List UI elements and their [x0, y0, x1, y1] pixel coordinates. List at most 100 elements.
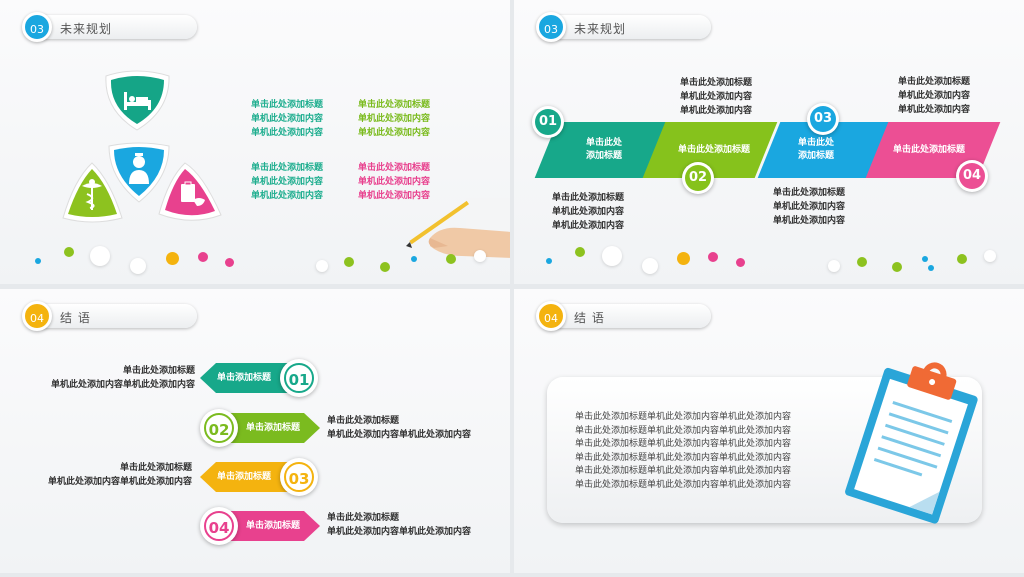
item-content: 单机此处添加内容: [773, 216, 846, 226]
section-number-badge: 03: [536, 12, 566, 42]
decor-dot: [35, 258, 41, 264]
section-header: 03 未来规划: [22, 12, 197, 42]
item-content: 单机此处添加内容: [552, 221, 625, 231]
text-block-1: 单击此处添加标题 单机此处添加内容 单机此处添加内容: [251, 98, 323, 140]
item-title: 单击此处添加标题: [680, 78, 753, 88]
clipboard-shield[interactable]: [155, 160, 225, 226]
arrow-3-text: 单击此处添加标题 单机此处添加内容单机此处添加内容: [48, 461, 192, 489]
label-line: 添加标题: [797, 151, 834, 161]
content-line: 单击此处添加标题单机此处添加内容单机此处添加内容: [575, 425, 792, 436]
item-content: 单机此处添加内容: [358, 114, 431, 124]
decor-dot: [446, 254, 456, 264]
section-header: 04 结 语: [536, 301, 711, 331]
content-line: 单击此处添加标题单机此处添加内容单机此处添加内容: [575, 466, 792, 476]
item-title: 单击此处添加标题: [358, 163, 431, 173]
item-title: 单击此处添加标题: [327, 416, 400, 426]
item-title: 单击此处添加标题: [898, 77, 971, 87]
decor-dot: [957, 254, 967, 264]
item-title: 单击此处添加标题: [773, 188, 846, 198]
decor-dot: [166, 252, 179, 265]
slide-conclusion-1[interactable]: 04 结 语 单击添加标题 01 单击此处添加标题 单机此处添加内容单机此处添加…: [0, 289, 510, 573]
item-content: 单机此处添加内容: [680, 92, 753, 102]
step-number: 03: [810, 106, 836, 132]
bed-shield[interactable]: [100, 70, 175, 132]
item-title: 单击此处添加标题: [122, 366, 195, 376]
decor-dot: [828, 260, 840, 272]
step-1-text: 单击此处添加标题 单机此处添加内容 单机此处添加内容: [552, 191, 624, 233]
header-pill: [546, 304, 711, 328]
item-content: 单机此处添加内容: [773, 202, 846, 212]
clipboard-icon: [181, 181, 205, 206]
decor-dot: [677, 252, 690, 265]
arrow-number: 01: [284, 363, 314, 393]
text-block-2: 单击此处添加标题 单机此处添加内容 单机此处添加内容: [251, 161, 323, 203]
arrow-1-label: 单击添加标题: [217, 373, 272, 383]
header-pill: [546, 15, 711, 39]
nurse-icon: [129, 153, 149, 184]
content-line: 单击此处添加标题单机此处添加内容单机此处添加内容: [575, 412, 792, 422]
caduceus-shield[interactable]: [60, 160, 125, 225]
nurse-shield[interactable]: [105, 142, 173, 204]
text-block-4: 单击此处添加标题 单机此处添加内容 单机此处添加内容: [358, 161, 430, 203]
decor-dot: [474, 250, 486, 262]
arrow-number: 03: [284, 462, 314, 492]
decor-dot: [411, 256, 417, 262]
decor-dot: [736, 258, 745, 267]
item-content: 单机此处添加内容: [251, 114, 324, 124]
content-line: 单击此处添加标题单机此处添加内容单机此处添加内容: [575, 439, 792, 449]
step-number: 02: [685, 165, 711, 191]
caduceus-icon: [82, 179, 102, 210]
arrow-4-shape[interactable]: [222, 511, 320, 541]
label-line: 单击此处: [585, 138, 622, 148]
section-header: 03 未来规划: [536, 12, 711, 42]
section-title: 未来规划: [574, 22, 627, 36]
step-number: 04: [959, 163, 985, 189]
arrow-2-label: 单击添加标题: [246, 423, 301, 433]
step-3-badge: 03: [807, 103, 839, 135]
step-1-label: 单击此处添加标题: [554, 122, 654, 178]
content-line: 单击此处添加标题单机此处添加内容单机此处添加内容: [575, 452, 792, 463]
item-content: 单机此处添加内容: [358, 128, 431, 138]
item-content: 单机此处添加内容: [898, 105, 971, 115]
label-line: 单击此处: [797, 138, 834, 148]
item-content: 单机此处添加内容: [251, 191, 324, 201]
item-content: 单机此处添加内容单机此处添加内容: [47, 477, 192, 487]
arrow-4-label: 单击添加标题: [246, 521, 301, 531]
arrow-3-label: 单击添加标题: [217, 472, 272, 482]
label-line: 单击此处添加标题: [892, 144, 965, 155]
decor-dot: [90, 246, 110, 266]
section-number-badge: 04: [536, 301, 566, 331]
item-title: 单击此处添加标题: [327, 513, 400, 523]
section-header: 04 结 语: [22, 301, 197, 331]
slide-conclusion-2[interactable]: 04 结 语 单击此处添加标题单机此处添加内容单机此处添加内容 单击此处添加标题…: [514, 289, 1024, 573]
item-title: 单击此处添加标题: [119, 463, 192, 473]
decor-dot: [857, 257, 867, 267]
step-4-badge: 04: [956, 160, 988, 192]
arrow-4-text: 单击此处添加标题 单机此处添加内容单机此处添加内容: [327, 511, 471, 539]
decor-dot: [130, 258, 146, 274]
decor-dot: [984, 250, 996, 262]
arrow-number: 04: [204, 511, 234, 541]
slide-future-plan-2[interactable]: 03 未来规划 单击此处添加标题 单机此处添加内容 单机此处添加内容 单击此处添…: [514, 0, 1024, 284]
item-content: 单机此处添加内容: [680, 106, 753, 116]
step-1-badge: 01: [532, 106, 564, 138]
decor-dot: [928, 265, 934, 271]
section-title: 结 语: [574, 311, 605, 325]
bed-icon: [124, 92, 151, 110]
section-title: 结 语: [60, 311, 91, 325]
step-number: 01: [535, 109, 561, 135]
header-pill: [32, 15, 197, 39]
section-title: 未来规划: [60, 22, 113, 36]
hand-pencil-image: [406, 198, 510, 260]
decor-dot: [225, 258, 234, 267]
arrow-2-shape[interactable]: [222, 413, 320, 443]
decor-dot: [380, 262, 390, 272]
slide-future-plan-1[interactable]: 03 未来规划: [0, 0, 510, 284]
clipboard-icon: [845, 362, 978, 524]
step-4-text: 单击此处添加标题 单机此处添加内容 单机此处添加内容: [898, 75, 970, 117]
content-text: 单击此处添加标题单机此处添加内容单机此处添加内容 单击此处添加标题单机此处添加内…: [575, 411, 791, 492]
section-number-badge: 04: [22, 301, 52, 331]
step-3-label: 单击此处添加标题: [766, 122, 866, 178]
step-4-label: 单击此处添加标题: [884, 122, 974, 178]
